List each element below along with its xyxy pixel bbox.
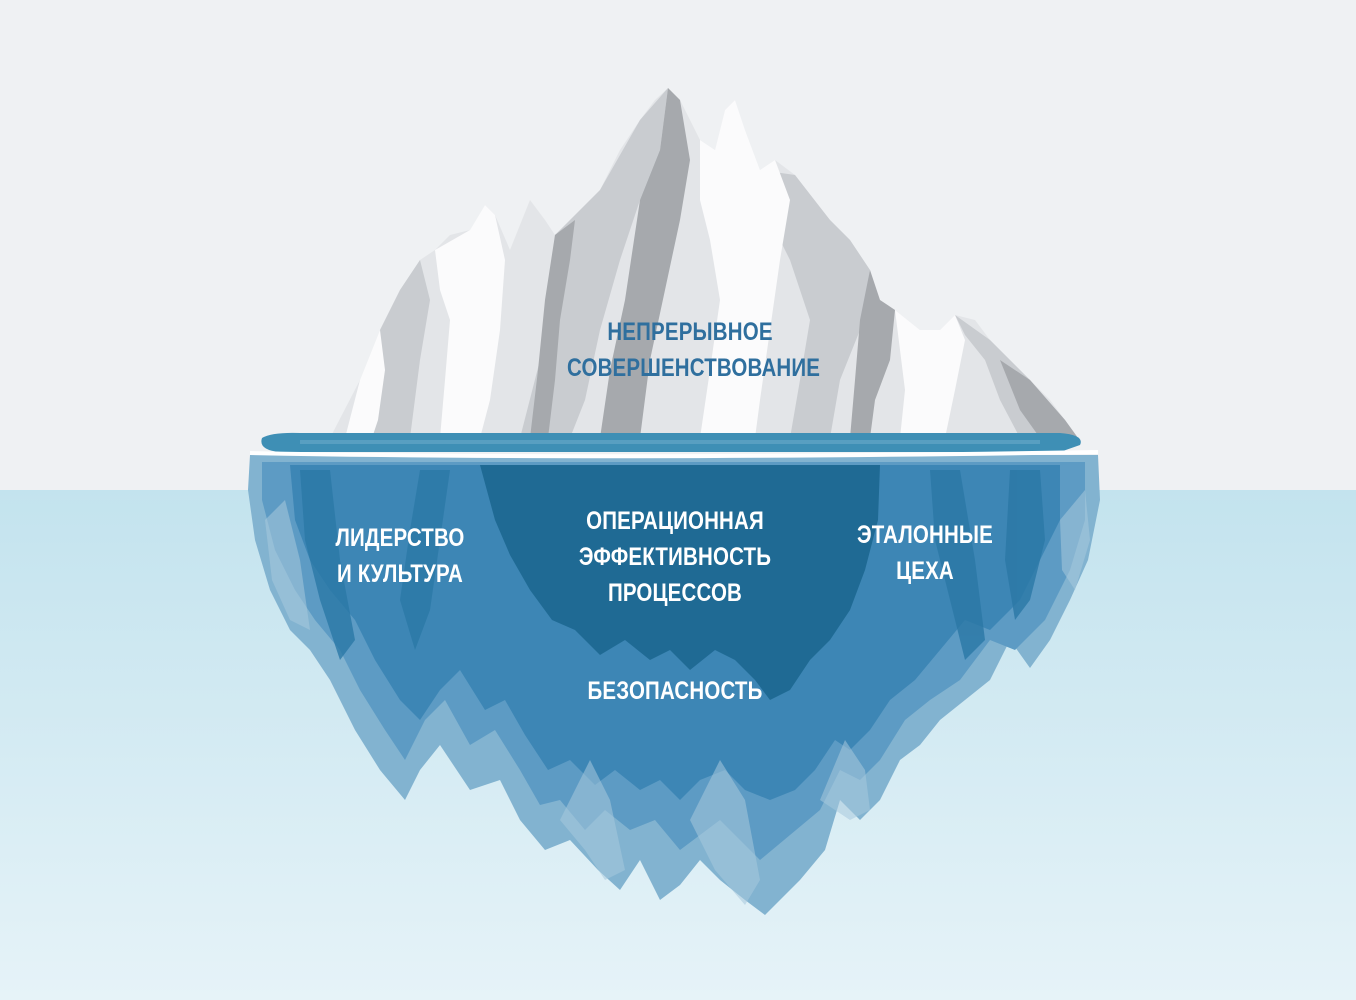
label-line: ЭФФЕКТИВНОСТЬ <box>578 543 772 571</box>
label-line: ЦЕХА <box>896 557 954 585</box>
label-line: ОПЕРАЦИОННАЯ <box>586 507 764 535</box>
label-line: СОВЕРШЕНСТВОВАНИЕ <box>567 354 821 382</box>
label-line: ЭТАЛОННЫЕ <box>856 521 994 549</box>
label-operational-efficiency: ОПЕРАЦИОННАЯ ЭФФЕКТИВНОСТЬ ПРОЦЕССОВ <box>552 503 798 611</box>
label-line: ПРОЦЕССОВ <box>607 579 743 607</box>
label-line: НЕПРЕРЫВНОЕ <box>607 318 773 346</box>
label-line: ЛИДЕРСТВО <box>335 524 465 552</box>
label-safety: БЕЗОПАСНОСТЬ <box>552 673 798 709</box>
iceberg-above-water <box>330 88 1078 438</box>
waterline <box>249 432 1099 459</box>
label-leadership-culture: ЛИДЕРСТВО И КУЛЬТУРА <box>318 520 482 592</box>
label-reference-workshops: ЭТАЛОННЫЕ ЦЕХА <box>843 517 1007 589</box>
label-line: И КУЛЬТУРА <box>336 560 464 588</box>
iceberg-underwater <box>248 455 1100 915</box>
label-continuous-improvement: НЕПРЕРЫВНОЕ СОВЕРШЕНСТВОВАНИЕ <box>567 314 821 386</box>
label-line: БЕЗОПАСНОСТЬ <box>587 677 763 705</box>
